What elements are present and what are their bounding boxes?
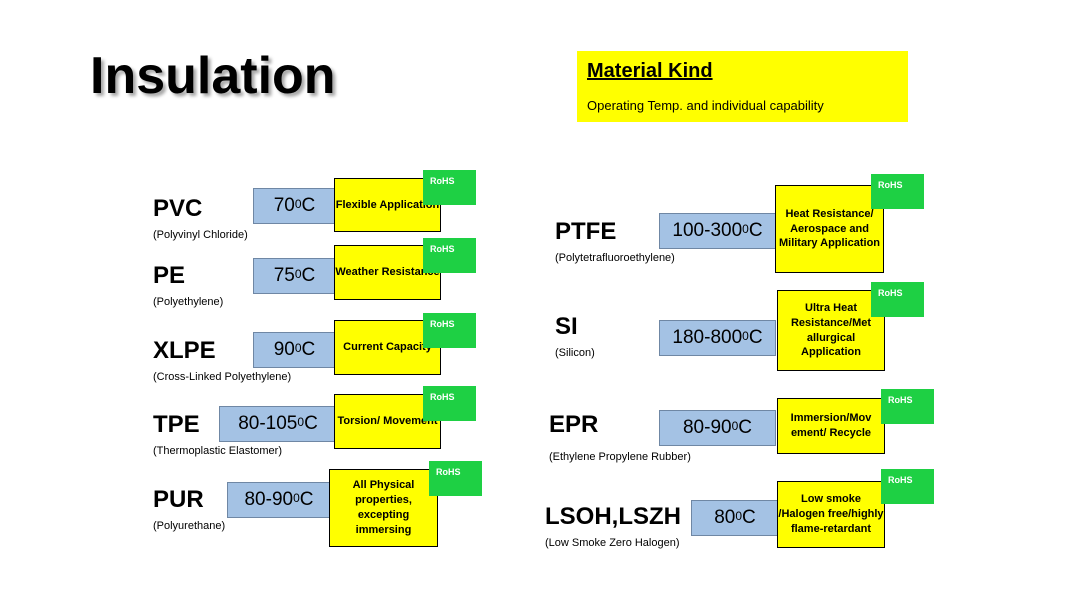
material-fullname-lsoh-lszh: (Low Smoke Zero Halogen) <box>545 537 680 549</box>
temperature-unit: C <box>301 339 316 360</box>
degree-mark: 0 <box>742 222 749 236</box>
rohs-badge-lsoh-lszh: RoHS <box>881 469 934 504</box>
rohs-badge-tpe: RoHS <box>423 386 476 421</box>
capability-box-ptfe: Heat Resistance/ Aerospace and Military … <box>775 185 884 273</box>
material-name-epr: EPR <box>549 411 599 438</box>
material-fullname-tpe: (Thermoplastic Elastomer) <box>153 445 282 457</box>
temperature-value: 80-90 <box>244 489 294 510</box>
degree-mark: 0 <box>742 329 749 343</box>
material-name-pe: PE <box>153 262 186 289</box>
temperature-unit: C <box>748 327 763 348</box>
material-name-lsoh-lszh: LSOH,LSZH <box>545 503 681 530</box>
rohs-label: RoHS <box>878 180 903 190</box>
temperature-value: 180-800 <box>672 327 743 348</box>
material-fullname-ptfe: (Polytetrafluoroethylene) <box>555 252 675 264</box>
temperature-unit: C <box>301 195 316 216</box>
material-fullname-pe: (Polyethylene) <box>153 296 224 308</box>
temperature-unit: C <box>742 507 756 528</box>
material-name-pur: PUR <box>153 486 204 513</box>
temperature-value: 90 <box>273 339 295 360</box>
rohs-badge-xlpe: RoHS <box>423 313 476 348</box>
capability-box-si: Ultra Heat Resistance/Met allurgical App… <box>777 290 885 371</box>
material-fullname-pvc: (Polyvinyl Chloride) <box>153 229 248 241</box>
rohs-badge-pvc: RoHS <box>423 170 476 205</box>
rohs-label: RoHS <box>430 176 455 186</box>
material-name-tpe: TPE <box>153 411 200 438</box>
capability-box-xlpe: Current Capacity <box>334 320 441 375</box>
degree-mark: 0 <box>293 491 300 505</box>
degree-mark: 0 <box>294 197 302 211</box>
capability-box-pur: All Physical properties, excepting immer… <box>329 469 438 547</box>
capability-box-epr: Immersion/Mov ement/ Recycle <box>777 398 885 454</box>
legend-subtitle: Operating Temp. and individual capabilit… <box>587 98 824 113</box>
degree-mark: 0 <box>294 267 302 281</box>
degree-mark: 0 <box>731 419 739 433</box>
temperature-value: 80-105 <box>238 413 298 434</box>
temperature-unit: C <box>299 489 314 510</box>
material-name-xlpe: XLPE <box>153 337 216 364</box>
rohs-label: RoHS <box>430 319 455 329</box>
rohs-badge-si: RoHS <box>871 282 924 317</box>
rohs-badge-pe: RoHS <box>423 238 476 273</box>
slide-title: Insulation <box>90 47 336 105</box>
legend-title: Material Kind <box>587 60 713 82</box>
rohs-badge-pur: RoHS <box>429 461 482 496</box>
temperature-value: 80 <box>714 507 736 528</box>
temperature-unit: C <box>748 220 763 241</box>
rohs-label: RoHS <box>430 244 455 254</box>
temperature-value: 75 <box>273 265 295 286</box>
material-name-si: SI <box>555 313 578 340</box>
material-name-ptfe: PTFE <box>555 218 617 245</box>
rohs-label: RoHS <box>878 288 903 298</box>
rohs-badge-ptfe: RoHS <box>871 174 924 209</box>
rohs-label: RoHS <box>888 395 913 405</box>
legend-box: Material Kind Operating Temp. and indivi… <box>577 51 908 122</box>
material-name-pvc: PVC <box>153 195 203 222</box>
capability-box-lsoh-lszh: Low smoke /Halogen free/highly flame-ret… <box>777 481 885 548</box>
degree-mark: 0 <box>297 415 305 429</box>
rohs-label: RoHS <box>430 392 455 402</box>
temperature-value: 100-300 <box>672 220 743 241</box>
material-fullname-xlpe: (Cross-Linked Polyethylene) <box>153 371 292 383</box>
degree-mark: 0 <box>294 341 302 355</box>
temperature-unit: C <box>304 413 318 434</box>
material-fullname-pur: (Polyurethane) <box>153 520 226 532</box>
material-fullname-epr: (Ethylene Propylene Rubber) <box>549 451 691 463</box>
temperature-value: 80-90 <box>682 417 732 438</box>
rohs-label: RoHS <box>888 475 913 485</box>
material-fullname-si: (Silicon) <box>555 347 595 359</box>
rohs-badge-epr: RoHS <box>881 389 934 424</box>
rohs-label: RoHS <box>436 467 461 477</box>
temperature-unit: C <box>738 417 753 438</box>
temperature-value: 70 <box>273 195 295 216</box>
degree-mark: 0 <box>735 509 743 523</box>
temperature-unit: C <box>301 265 316 286</box>
